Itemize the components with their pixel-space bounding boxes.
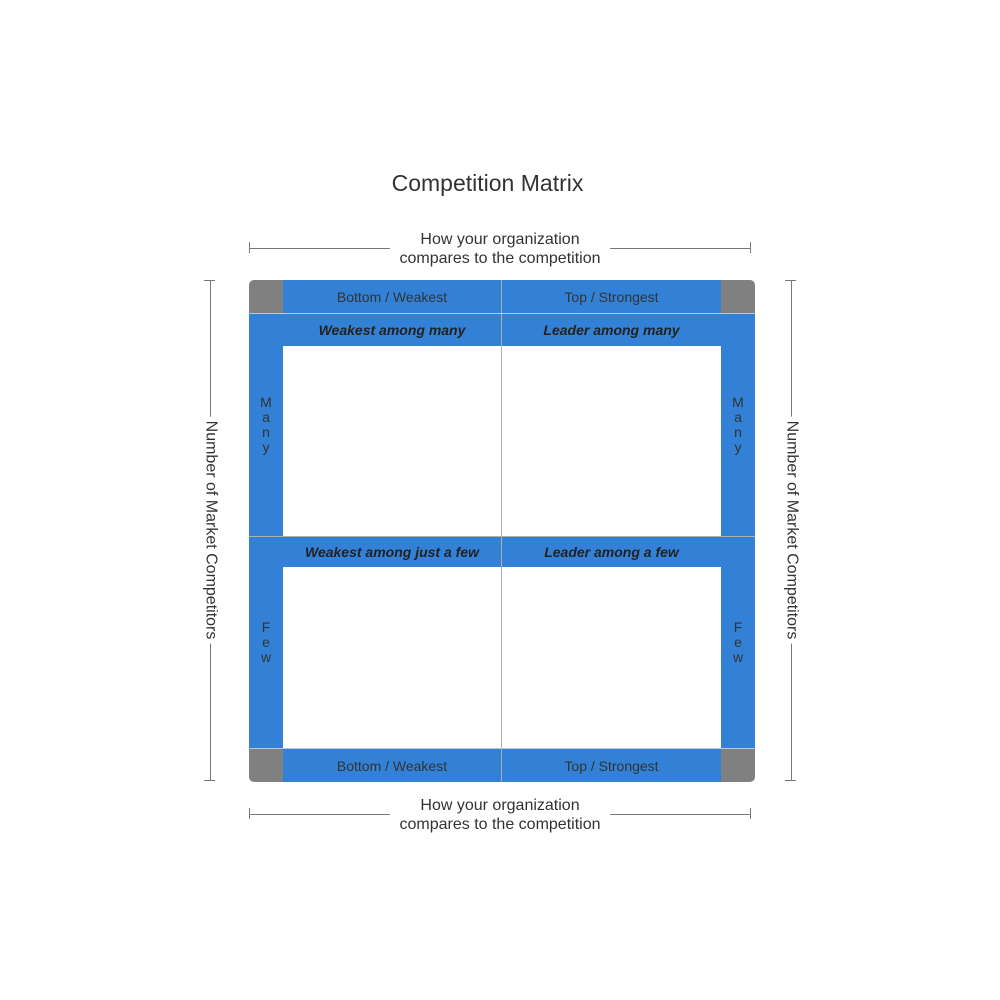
corner-bottom-left: [249, 749, 283, 782]
bottom-header-right: Top / Strongest: [502, 749, 721, 782]
side-label-letter: e: [734, 634, 742, 650]
right-bracket-bottom-tick: [785, 780, 796, 781]
quadrant-body-top-left: [283, 346, 501, 536]
top-axis-label-line2: compares to the competition: [399, 250, 601, 267]
quadrant-label-top-right: Leader among many: [502, 314, 721, 346]
side-label-letter: w: [732, 649, 744, 665]
left-bracket-bottom-tick: [204, 780, 215, 781]
competition-matrix: Bottom / Weakest Top / Strongest Bottom …: [249, 280, 755, 782]
corner-bottom-right: [721, 749, 755, 782]
center-vertical-divider: [501, 280, 502, 782]
side-label-letter: y: [262, 439, 270, 455]
quadrant-label-bottom-left: Weakest among just a few: [283, 537, 501, 567]
side-label-letter: a: [734, 409, 742, 425]
bottom-band-separator: [283, 748, 721, 749]
right-axis-label: Number of Market Competitors: [782, 416, 801, 644]
left-axis-label: Number of Market Competitors: [201, 416, 220, 644]
side-label-letter: n: [734, 424, 742, 440]
side-label-letter: M: [732, 394, 744, 410]
corner-top-right: [721, 280, 755, 313]
bottom-bracket-right-tick: [750, 808, 751, 819]
side-label-letter: F: [261, 619, 271, 635]
center-horizontal-divider: [249, 536, 755, 537]
side-label-letter: n: [262, 424, 270, 440]
bottom-axis-label-line2: compares to the competition: [399, 816, 601, 833]
side-label-letter: M: [260, 394, 272, 410]
quadrant-body-bottom-left: [283, 567, 501, 748]
quadrant-label-top-left: Weakest among many: [283, 314, 501, 346]
side-label-letter: e: [262, 634, 270, 650]
corner-top-left: [249, 280, 283, 313]
top-header-left: Bottom / Weakest: [283, 280, 501, 313]
bottom-bracket-left-tick: [249, 808, 250, 819]
quadrant-body-bottom-right: [502, 567, 721, 748]
top-header-right: Top / Strongest: [502, 280, 721, 313]
left-corner-separator-top: [249, 313, 283, 314]
bottom-axis-label: How your organization compares to the co…: [390, 796, 610, 834]
top-bracket-right-tick: [750, 242, 751, 253]
bottom-axis-label-line1: How your organization: [420, 797, 580, 814]
top-axis-label-line1: How your organization: [420, 231, 580, 248]
bottom-header-left: Bottom / Weakest: [283, 749, 501, 782]
side-label-letter: a: [262, 409, 270, 425]
side-label-letter: F: [733, 619, 743, 635]
left-corner-separator-bottom: [249, 748, 283, 749]
quadrant-body-top-right: [502, 346, 721, 536]
right-corner-separator-bottom: [721, 748, 755, 749]
quadrant-label-bottom-right: Leader among a few: [502, 537, 721, 567]
top-bracket-left-tick: [249, 242, 250, 253]
right-corner-separator-top: [721, 313, 755, 314]
side-label-letter: y: [734, 439, 742, 455]
top-axis-label: How your organization compares to the co…: [390, 230, 610, 268]
top-band-separator: [283, 313, 721, 314]
side-label-letter: w: [260, 649, 272, 665]
diagram-title: Competition Matrix: [391, 170, 584, 196]
right-bracket-top-tick: [785, 280, 796, 281]
left-bracket-top-tick: [204, 280, 215, 281]
